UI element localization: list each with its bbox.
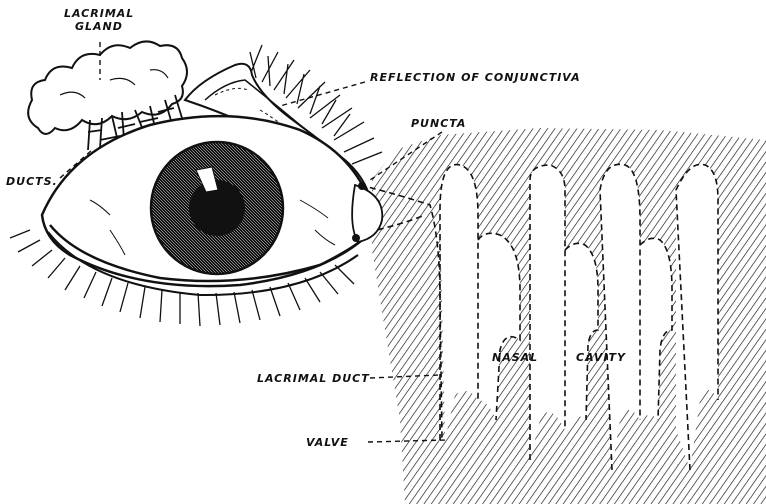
- nasal-bone-hatching: [360, 128, 766, 504]
- valve-label: VALVE: [306, 437, 349, 448]
- lacrimal-gland-label-line2: GLAND: [75, 21, 123, 32]
- nasal-label: NASAL: [492, 352, 538, 363]
- lacrimal-duct-label: LACRIMAL DUCT: [257, 373, 370, 384]
- iris: [151, 142, 283, 274]
- cavity-label: CAVITY: [576, 352, 626, 363]
- ducts-label: DUCTS.: [6, 176, 58, 187]
- reflection-of-conjunctiva-label: REFLECTION OF CONJUNCTIVA: [370, 72, 581, 83]
- puncta-label: PUNCTA: [411, 118, 466, 129]
- lacrimal-gland-label-line1: LACRIMAL: [64, 8, 134, 19]
- lacrimal-gland: [28, 41, 187, 134]
